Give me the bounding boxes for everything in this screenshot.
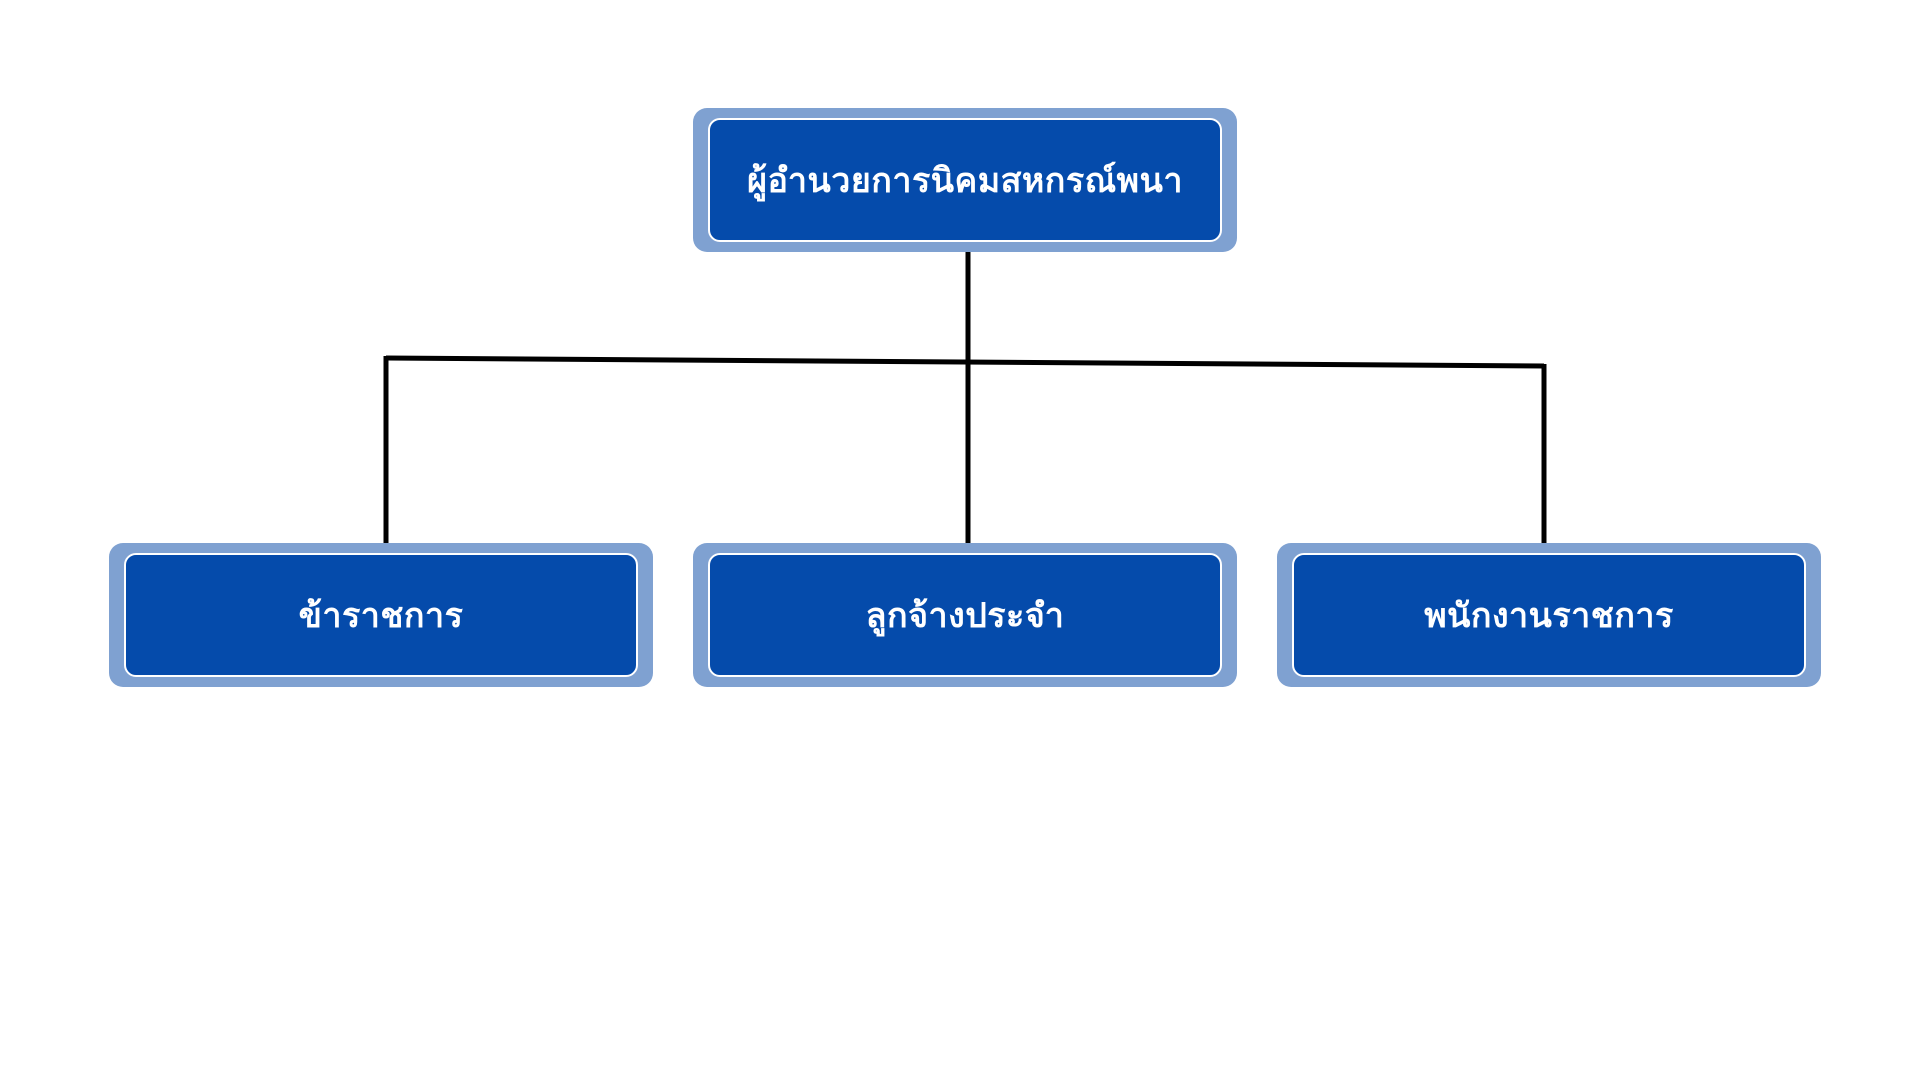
node-government-employees-label: พนักงานราชการ [1424, 596, 1674, 636]
node-government-employees: พนักงานราชการ [1277, 543, 1821, 687]
node-government-employees-box: พนักงานราชการ [1292, 553, 1806, 677]
node-director-box: ผู้อำนวยการนิคมสหกรณ์พนา [708, 118, 1222, 242]
connector-horizontal-bar [385, 355, 1545, 369]
node-government-officials: ข้าราชการ [109, 543, 653, 687]
node-permanent-employees-box: ลูกจ้างประจำ [708, 553, 1222, 677]
node-permanent-employees: ลูกจ้างประจำ [693, 543, 1237, 687]
node-director-label: ผู้อำนวยการนิคมสหกรณ์พนา [747, 161, 1183, 201]
node-permanent-employees-label: ลูกจ้างประจำ [865, 596, 1065, 636]
node-government-officials-label: ข้าราชการ [298, 596, 464, 636]
node-director: ผู้อำนวยการนิคมสหกรณ์พนา [693, 108, 1237, 252]
node-government-officials-box: ข้าราชการ [124, 553, 638, 677]
